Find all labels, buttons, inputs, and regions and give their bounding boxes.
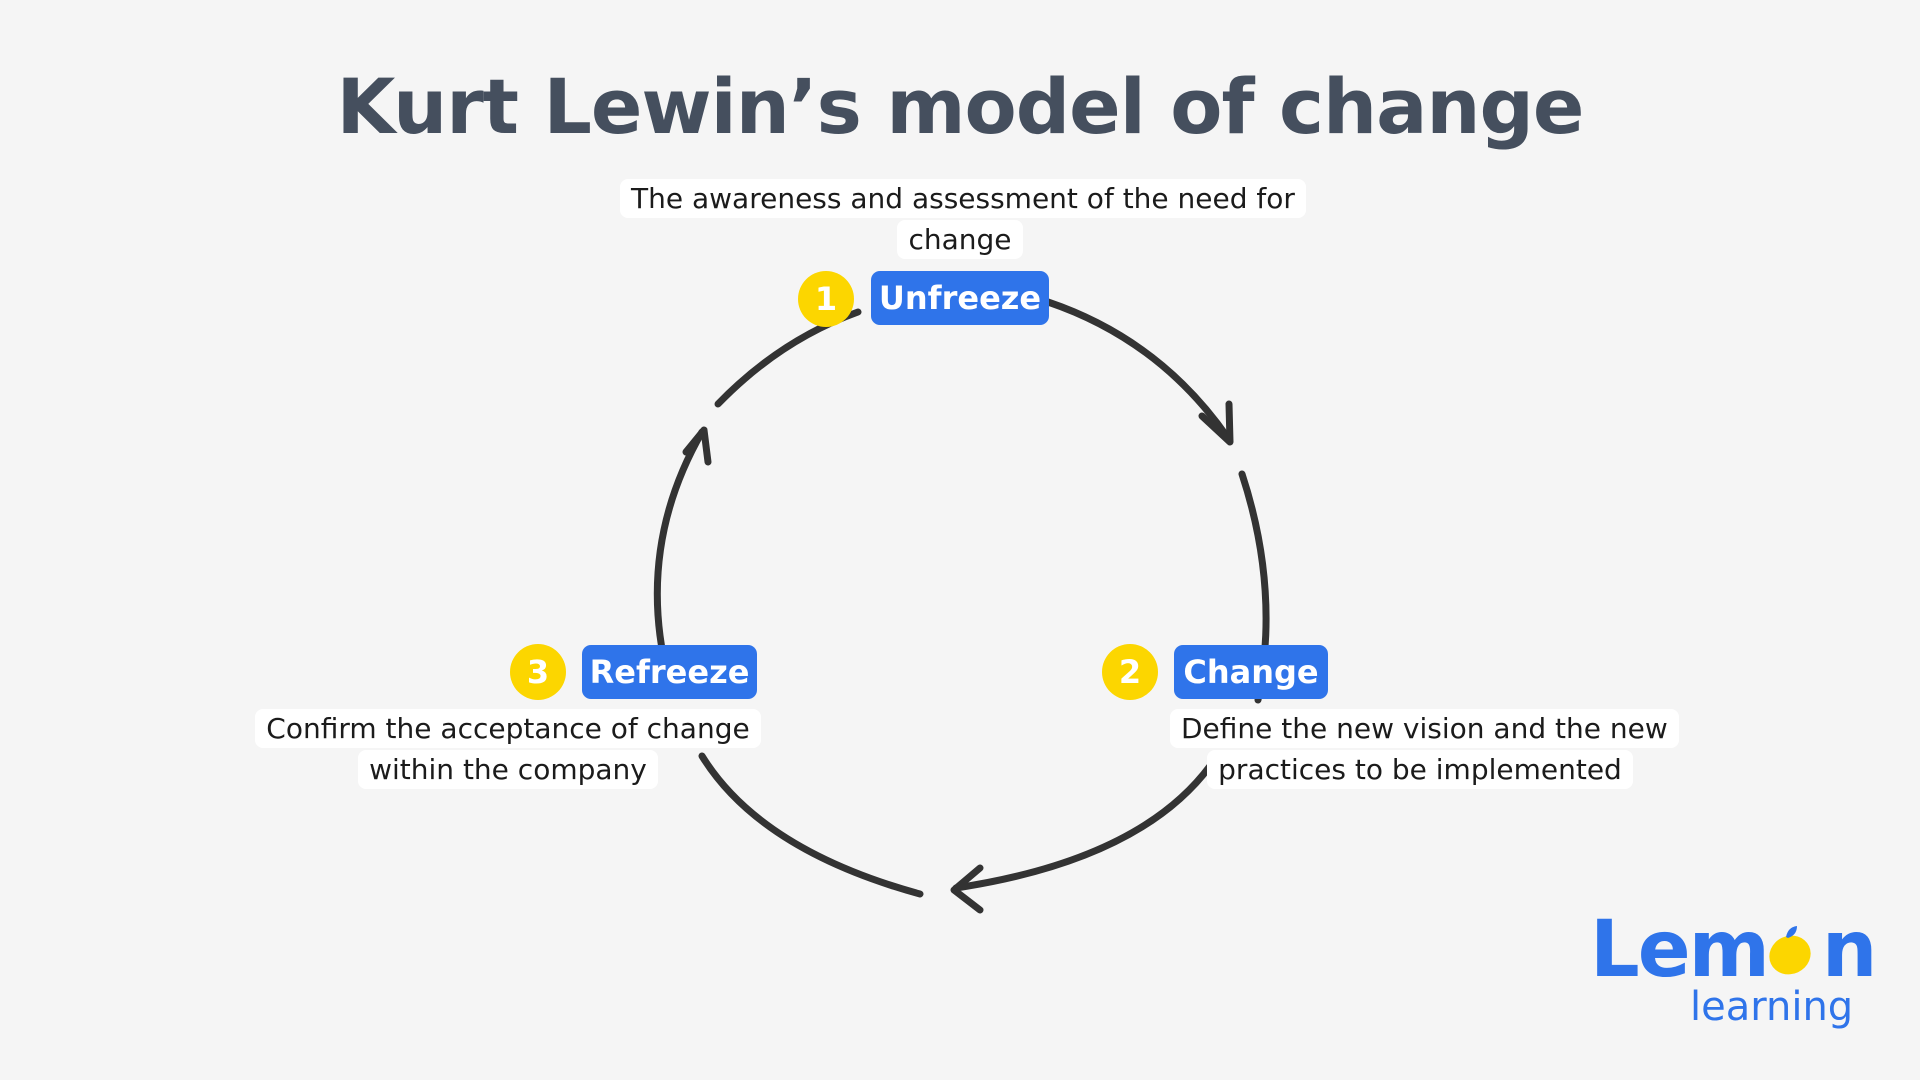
change-label: Change: [1174, 645, 1328, 699]
unfreeze-label: Unfreeze: [871, 271, 1049, 325]
arrowhead-refreeze: [950, 864, 984, 914]
logo-subtitle: learning: [1690, 984, 1854, 1030]
arrow-unfreeze-to-change: [1044, 298, 1232, 442]
arc-refreeze-bottom: [698, 752, 924, 898]
refreeze-description: Confirm the acceptance of change within …: [248, 708, 768, 790]
lemon-icon: [1769, 926, 1811, 975]
step-3-badge: 3: [510, 644, 566, 700]
unfreeze-description: The awareness and assessment of the need…: [620, 178, 1306, 260]
arrowhead-unfreeze: [682, 426, 712, 466]
arrow-refreeze-to-unfreeze: [653, 428, 706, 664]
refreeze-label: Refreeze: [582, 645, 757, 699]
arrow-change-to-refreeze: [952, 762, 1214, 892]
step-1-badge: 1: [798, 271, 854, 327]
arc-unfreeze-top: [714, 308, 862, 408]
step-2-badge: 2: [1102, 644, 1158, 700]
arrowhead-change: [1198, 400, 1234, 446]
page-title: Kurt Lewin’s model of change: [336, 62, 1585, 151]
change-description: Define the new vision and the new practi…: [1170, 708, 1679, 790]
